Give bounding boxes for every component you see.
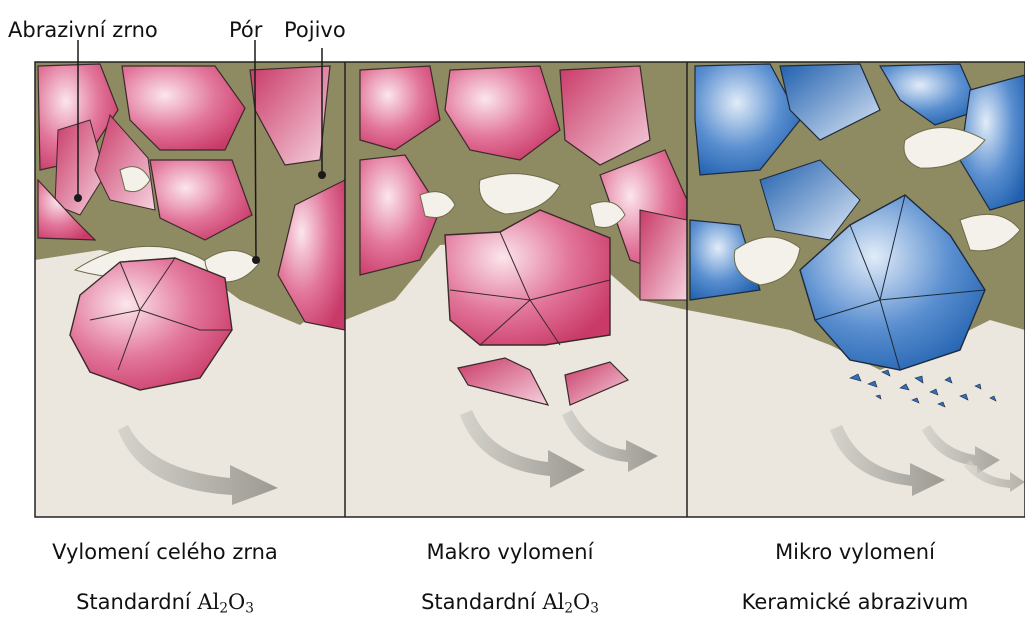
caption-panel-2: Makro vylomení: [380, 540, 640, 564]
panel-1-whole-grain: [35, 62, 345, 517]
grinding-diagram: [0, 0, 1025, 520]
material-panel-2: Standardní Al2O3: [380, 590, 640, 616]
caption-panel-1: Vylomení celého zrna: [35, 540, 295, 564]
material-panel-3: Keramické abrazivum: [725, 590, 985, 614]
panel-2-macro-fracture: [345, 62, 687, 517]
formula-al2o3: Al2O3: [197, 590, 253, 614]
formula-al2o3: Al2O3: [542, 590, 598, 614]
material-panel-1: Standardní Al2O3: [35, 590, 295, 616]
panel-3-micro-fracture: [687, 62, 1025, 517]
caption-panel-3: Mikro vylomení: [725, 540, 985, 564]
